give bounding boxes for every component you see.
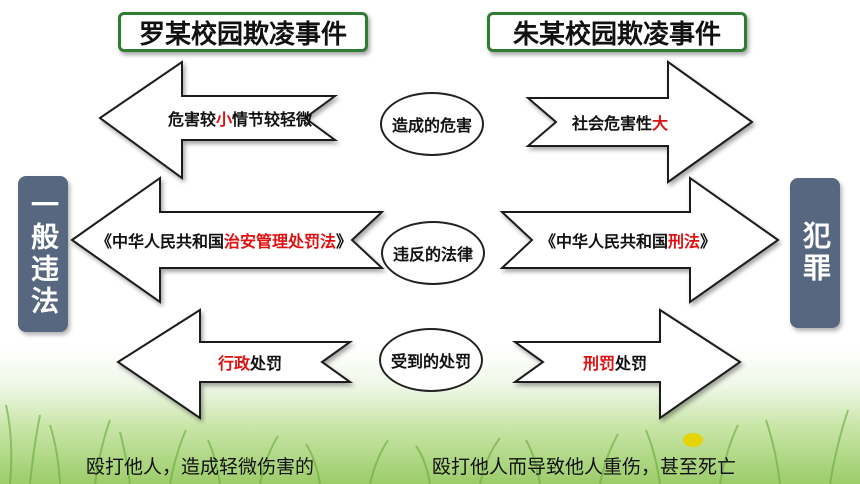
left-label-row2: 《中华人民共和国治安管理处罚法》	[84, 228, 364, 252]
label-segment: 治安管理处罚法	[223, 232, 336, 251]
oval-penalty: 受到的处罚	[379, 328, 483, 392]
label-segment: 处罚	[615, 354, 648, 373]
general-violation-tag: 一般违法	[18, 176, 68, 332]
bottom-left-text: 殴打他人，造成轻微伤害的	[86, 456, 315, 478]
left-case-title: 罗某校园欺凌事件	[118, 12, 368, 52]
label-segment: 《中华人民共和国	[539, 232, 668, 251]
crime-tag: 犯罪	[790, 178, 840, 328]
arrow-right-row2	[499, 176, 780, 304]
right-label-row2: 《中华人民共和国刑法》	[528, 228, 728, 252]
label-segment: 》	[700, 232, 717, 251]
oval-law: 违反的法律	[381, 221, 485, 285]
label-segment: 情节较轻微	[232, 110, 313, 129]
arrow-left-row2	[70, 176, 385, 304]
oval-harm: 造成的危害	[380, 92, 484, 156]
arrow-right-row3	[511, 308, 742, 420]
right-label-row1: 社会危害性大	[550, 110, 690, 134]
left-label-row1: 危害较小情节较轻微	[140, 106, 340, 130]
label-segment: 行政	[217, 354, 250, 373]
label-segment: 》	[336, 232, 353, 251]
right-label-row3: 刑罚处罚	[560, 350, 670, 374]
left-label-row3: 行政处罚	[200, 350, 300, 374]
label-segment: 大	[652, 114, 669, 133]
label-segment: 危害较	[167, 110, 216, 129]
label-segment: 社会危害性	[571, 114, 652, 133]
label-segment: 《中华人民共和国	[95, 232, 224, 251]
label-segment: 刑法	[667, 232, 700, 251]
label-segment: 小	[215, 110, 232, 129]
arrow-left-row1	[98, 60, 339, 180]
label-segment: 处罚	[250, 354, 283, 373]
arrow-right-row1	[525, 60, 754, 184]
arrow-left-row3	[116, 308, 354, 420]
bottom-right-text: 殴打他人而导致他人重伤，甚至死亡	[432, 456, 737, 478]
right-case-title: 朱某校园欺凌事件	[487, 12, 747, 52]
label-segment: 刑罚	[582, 354, 615, 373]
flower-icon	[683, 433, 703, 447]
